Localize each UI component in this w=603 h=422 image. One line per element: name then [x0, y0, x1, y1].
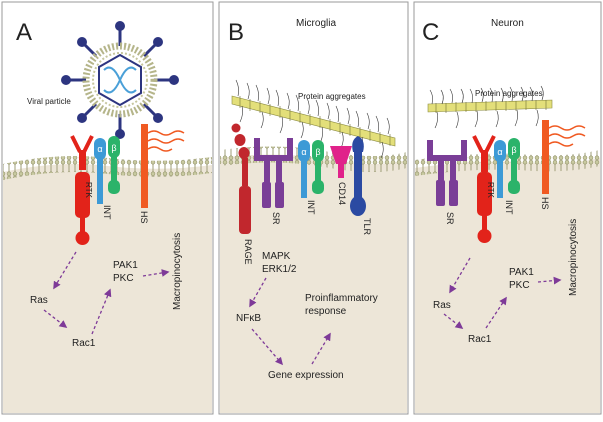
int-label-c: INT — [504, 200, 514, 215]
signaling-arrows-b — [249, 277, 331, 366]
panel-a-cytoplasm — [3, 164, 212, 413]
rage-label: RAGE — [243, 239, 253, 265]
rtk-kinase-label-c: RTK — [486, 182, 495, 199]
pak1-label-a: PAK1 — [113, 260, 138, 271]
panel-b-title: Microglia — [296, 18, 336, 29]
sr-label-c: SR — [445, 212, 455, 225]
gene-expression-label: Gene expression — [268, 370, 344, 381]
response-label: response — [305, 306, 347, 317]
signaling-arrows-c — [443, 257, 562, 329]
nfkb-label: NFκB — [236, 313, 261, 324]
rtk-receptor: RTK — [70, 135, 94, 245]
panel-c-title: Neuron — [491, 18, 524, 29]
cd14-receptor — [330, 146, 352, 178]
rtk-kinase-label: RTK — [84, 182, 93, 199]
panel-c-cytoplasm — [415, 158, 600, 413]
erk-label: ERK1/2 — [262, 264, 297, 275]
rage-receptor — [231, 123, 251, 234]
macropinocytosis-label-a: Macropinocytosis — [172, 233, 183, 310]
integrin-receptor: α β — [94, 136, 120, 204]
panel-b-cytoplasm — [220, 154, 407, 413]
cd14-label: CD14 — [337, 182, 347, 205]
hs-proteoglycan — [141, 124, 185, 208]
proinflammatory-label: Proinflammatory — [305, 293, 378, 304]
panel-b: B Microglia — [218, 1, 409, 415]
protein-aggregates-b — [231, 79, 396, 159]
int-label-b: INT — [306, 200, 316, 215]
panel-a: A Viral p — [1, 1, 214, 415]
scavenger-receptor-b — [254, 138, 293, 208]
protein-aggregates-c — [427, 85, 553, 129]
pkc-label-c: PKC — [509, 280, 530, 291]
ras-label-c: Ras — [433, 300, 451, 311]
hs-proteoglycan-c — [542, 120, 586, 194]
panel-c-letter: C — [422, 19, 439, 46]
integrin-receptor-b: α β — [298, 140, 324, 198]
macropinocytosis-label-c: Macropinocytosis — [568, 219, 579, 296]
integrin-receptor-c: α β — [494, 138, 520, 198]
ras-label-a: Ras — [30, 295, 48, 306]
pak1-label-c: PAK1 — [509, 267, 534, 278]
protein-aggregates-label-c: Protein aggregates — [475, 89, 543, 98]
rac1-label-c: Rac1 — [468, 334, 492, 345]
pkc-label-a: PKC — [113, 273, 134, 284]
int-label-a: INT — [102, 205, 112, 220]
integrin-alpha-label: α — [97, 144, 102, 154]
protein-aggregates-label-b: Protein aggregates — [298, 92, 366, 101]
integrin-alpha-label-b: α — [301, 147, 306, 157]
viral-particle-label: Viral particle — [27, 97, 71, 106]
panel-a-letter: A — [16, 19, 32, 46]
panel-b-letter: B — [228, 19, 244, 46]
integrin-beta-label-c: β — [511, 145, 516, 155]
mapk-label: MAPK — [262, 251, 291, 262]
integrin-beta-label: β — [111, 143, 116, 153]
hs-label-c: HS — [540, 197, 550, 210]
rac1-label-a: Rac1 — [72, 338, 96, 349]
hs-label-a: HS — [139, 211, 149, 224]
tlr-label: TLR — [362, 218, 372, 236]
sr-label-b: SR — [271, 212, 281, 225]
panel-c: C Neuron Protein aggregates — [413, 1, 602, 415]
viral-particle — [61, 21, 179, 139]
panel-a-membrane — [3, 156, 212, 180]
tlr-receptor — [350, 136, 366, 216]
integrin-beta-label-b: β — [315, 147, 320, 157]
rtk-receptor-c: RTK — [472, 135, 496, 243]
signaling-arrows-a — [43, 251, 170, 335]
scavenger-receptor-c — [427, 140, 467, 206]
integrin-alpha-label-c: α — [497, 147, 502, 157]
